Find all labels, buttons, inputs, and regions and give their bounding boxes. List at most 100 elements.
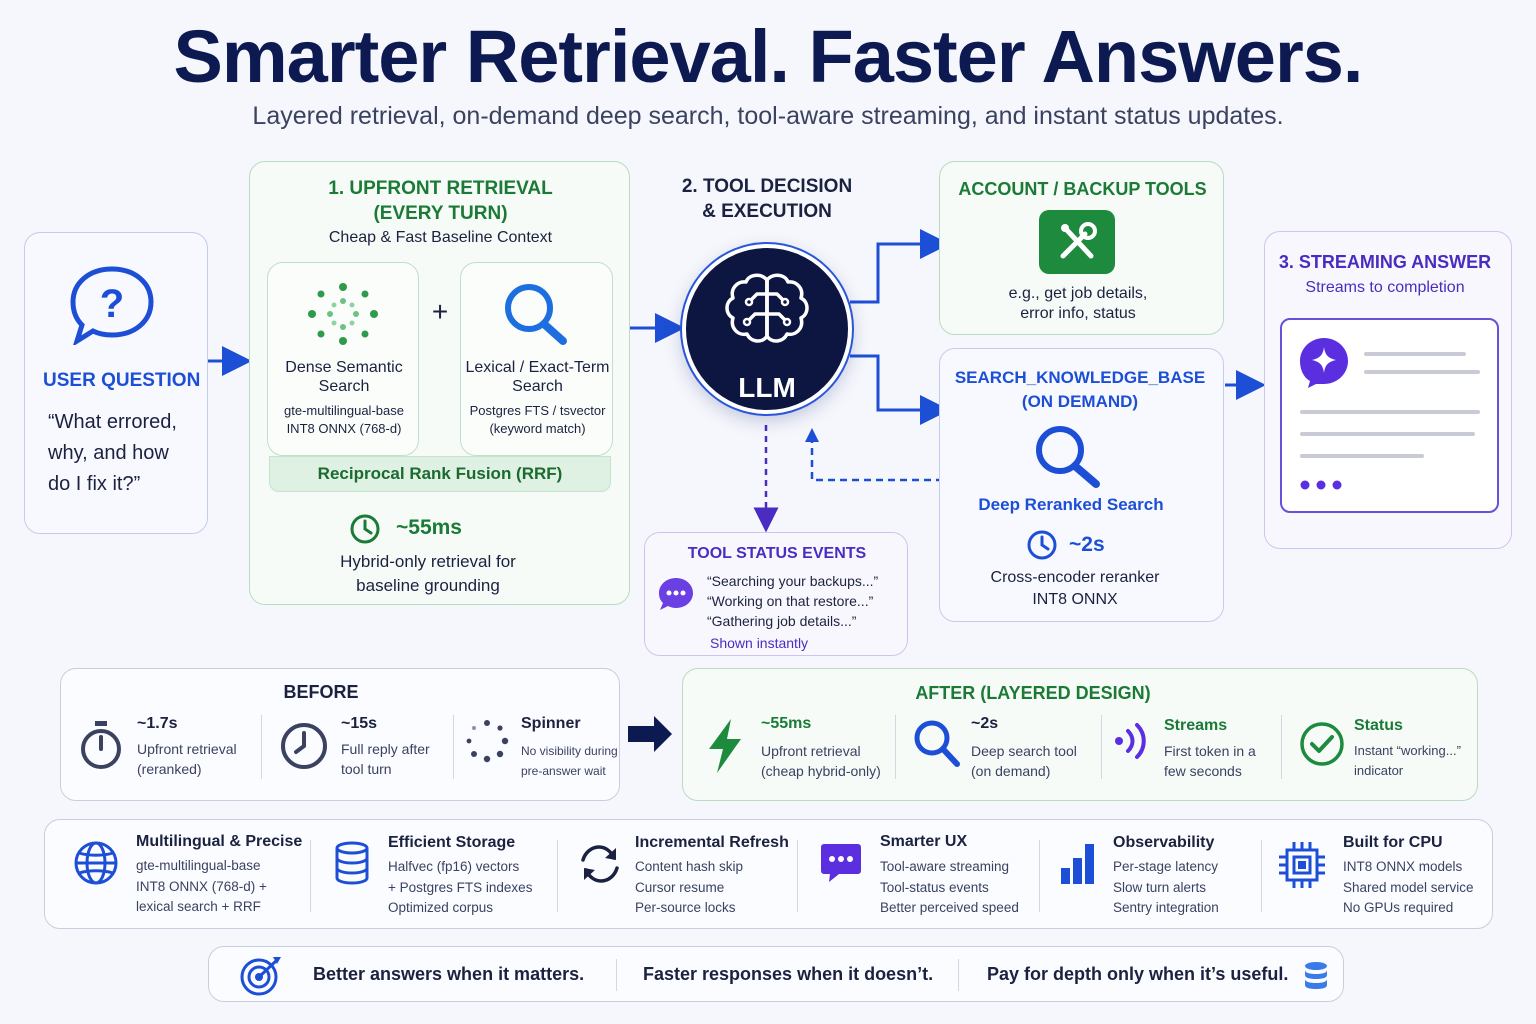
text-placeholder-line — [1300, 410, 1480, 414]
divider — [453, 715, 454, 779]
after-item-value: ~2s — [971, 715, 999, 732]
divider — [1281, 715, 1282, 779]
user-question-heading: USER QUESTION — [43, 370, 201, 391]
after-card: AFTER (LAYERED DESIGN) ~55ms Upfront ret… — [682, 668, 1478, 801]
search-kb-card: SEARCH_KNOWLEDGE_BASE (ON DEMAND) Deep R… — [939, 348, 1224, 622]
feature-desc: Content hash skip Cursor resume Per-sour… — [635, 859, 744, 915]
streaming-waves-icon — [1115, 723, 1146, 759]
dense-search-title: Dense Semantic Search — [285, 359, 403, 395]
after-item-value: Status — [1354, 717, 1403, 734]
cpu-chip-icon — [1279, 842, 1325, 888]
divider — [261, 715, 262, 779]
streaming-document — [1280, 318, 1499, 513]
feature-title: Multilingual & Precise — [136, 833, 303, 850]
before-item-value: ~1.7s — [137, 715, 178, 732]
upfront-caption: Cheap & Fast Baseline Context — [328, 229, 553, 246]
after-item-value: ~55ms — [761, 715, 812, 732]
stopwatch-icon — [81, 721, 121, 769]
rrf-bar: Reciprocal Rank Fusion (RRF) — [269, 456, 611, 492]
clock-icon — [1027, 530, 1057, 560]
after-item-value: Streams — [1164, 717, 1228, 734]
feature-title: Smarter UX — [880, 833, 968, 850]
lightning-icon — [709, 719, 741, 773]
user-question-card: ? USER QUESTION “What errored, why, and … — [24, 232, 208, 534]
streaming-caption: Streams to completion — [1305, 279, 1465, 296]
database-icon — [335, 841, 369, 885]
divider — [958, 959, 959, 991]
lexical-search-card: Lexical / Exact-Term Search Postgres FTS… — [460, 262, 613, 456]
feature-title: Efficient Storage — [388, 834, 516, 851]
footer-banner: Better answers when it matters. Faster r… — [208, 946, 1344, 1002]
account-tools-card: ACCOUNT / BACKUP TOOLS e.g., get job det… — [939, 161, 1224, 335]
deep-search-label: Deep Reranked Search — [978, 495, 1164, 514]
tools-icon — [1039, 210, 1115, 274]
refresh-icon — [581, 845, 619, 883]
footer-part: Better answers when it matters. — [313, 964, 585, 984]
before-item-value: ~15s — [341, 715, 378, 732]
text-placeholder-line — [1300, 432, 1475, 436]
question-bubble-icon: ? — [70, 266, 154, 345]
before-item-desc: No visibility during pre-answer wait — [521, 744, 618, 778]
arrow-search-loop-up-head — [805, 428, 819, 442]
clock-icon — [350, 514, 380, 544]
dense-search-detail: gte-multilingual-base INT8 ONNX (768-d) — [284, 403, 404, 436]
divider — [557, 840, 558, 912]
before-item-desc: Full reply after tool turn — [341, 741, 430, 777]
arrow-llm-to-search-kb — [850, 354, 950, 425]
deep-search-timing: ~2s — [1069, 533, 1105, 556]
footer-part: Faster responses when it doesn’t. — [643, 964, 934, 984]
globe-icon — [74, 841, 118, 885]
tool-status-footer: Shown instantly — [710, 635, 809, 651]
plus-sign: + — [431, 296, 449, 327]
chat-bubble-icon — [821, 844, 861, 882]
search-icon — [505, 284, 567, 345]
account-tools-text: e.g., get job details, error info, statu… — [1008, 285, 1148, 322]
upfront-retrieval-card: 1. UPFRONT RETRIEVAL (EVERY TURN) Cheap … — [249, 161, 630, 605]
upfront-note: Hybrid-only retrieval for baseline groun… — [340, 552, 516, 595]
bar-chart-icon — [1061, 844, 1094, 884]
brain-icon — [725, 273, 809, 343]
tool-status-messages: “Searching your backups...” “Working on … — [707, 573, 879, 629]
account-tools-heading: ACCOUNT / BACKUP TOOLS — [958, 179, 1207, 199]
arrow-llm-to-account-tools — [850, 229, 950, 304]
typing-dots-icon — [1300, 480, 1342, 490]
arrow-search-loop — [810, 436, 974, 493]
feature-desc: INT8 ONNX models Shared model service No… — [1343, 859, 1474, 915]
divider — [1261, 840, 1262, 912]
lexical-search-title: Lexical / Exact-Term Search — [465, 359, 610, 395]
lexical-search-detail: Postgres FTS / tsvector (keyword match) — [469, 403, 606, 436]
dense-embedding-icon — [308, 283, 378, 345]
user-question-text: “What errored, why, and how do I fix it?… — [48, 411, 177, 495]
dense-search-card: Dense Semantic Search gte-multilingual-b… — [267, 262, 419, 456]
tool-status-heading: TOOL STATUS EVENTS — [687, 545, 867, 562]
check-circle-icon — [1300, 722, 1344, 766]
feature-title: Observability — [1113, 834, 1215, 851]
after-item-desc: Deep search tool (on demand) — [971, 743, 1077, 779]
svg-text:?: ? — [100, 282, 124, 326]
llm-label: LLM — [738, 372, 796, 403]
tool-status-card: TOOL STATUS EVENTS “Searching your backu… — [644, 532, 908, 656]
feature-desc: Tool-aware streaming Tool-status events … — [880, 859, 1019, 915]
arrow-before-to-after — [628, 716, 672, 752]
before-item-value: Spinner — [521, 715, 581, 732]
wrench-screwdriver-icon — [1060, 222, 1097, 259]
upfront-heading: 1. UPFRONT RETRIEVAL (EVERY TURN) — [328, 178, 553, 224]
search-icon — [914, 720, 960, 767]
before-heading: BEFORE — [283, 682, 359, 702]
divider — [1039, 840, 1040, 912]
sparkle-icon — [1300, 338, 1348, 388]
text-placeholder-line — [1364, 352, 1466, 356]
text-placeholder-line — [1300, 454, 1424, 458]
target-icon — [240, 957, 281, 996]
divider — [895, 715, 896, 779]
spinner-icon — [466, 720, 509, 763]
page-subtitle: Layered retrieval, on-demand deep search… — [252, 102, 1284, 130]
features-strip: Multilingual & Precise gte-multilingual-… — [44, 819, 1493, 929]
streaming-heading: 3. STREAMING ANSWER — [1278, 252, 1492, 272]
streaming-answer-card: 3. STREAMING ANSWER Streams to completio… — [1264, 231, 1512, 549]
divider — [310, 840, 311, 912]
before-item-desc: Upfront retrieval (reranked) — [137, 741, 237, 777]
after-item-desc: First token in a few seconds — [1164, 743, 1256, 779]
feature-title: Built for CPU — [1343, 834, 1443, 851]
